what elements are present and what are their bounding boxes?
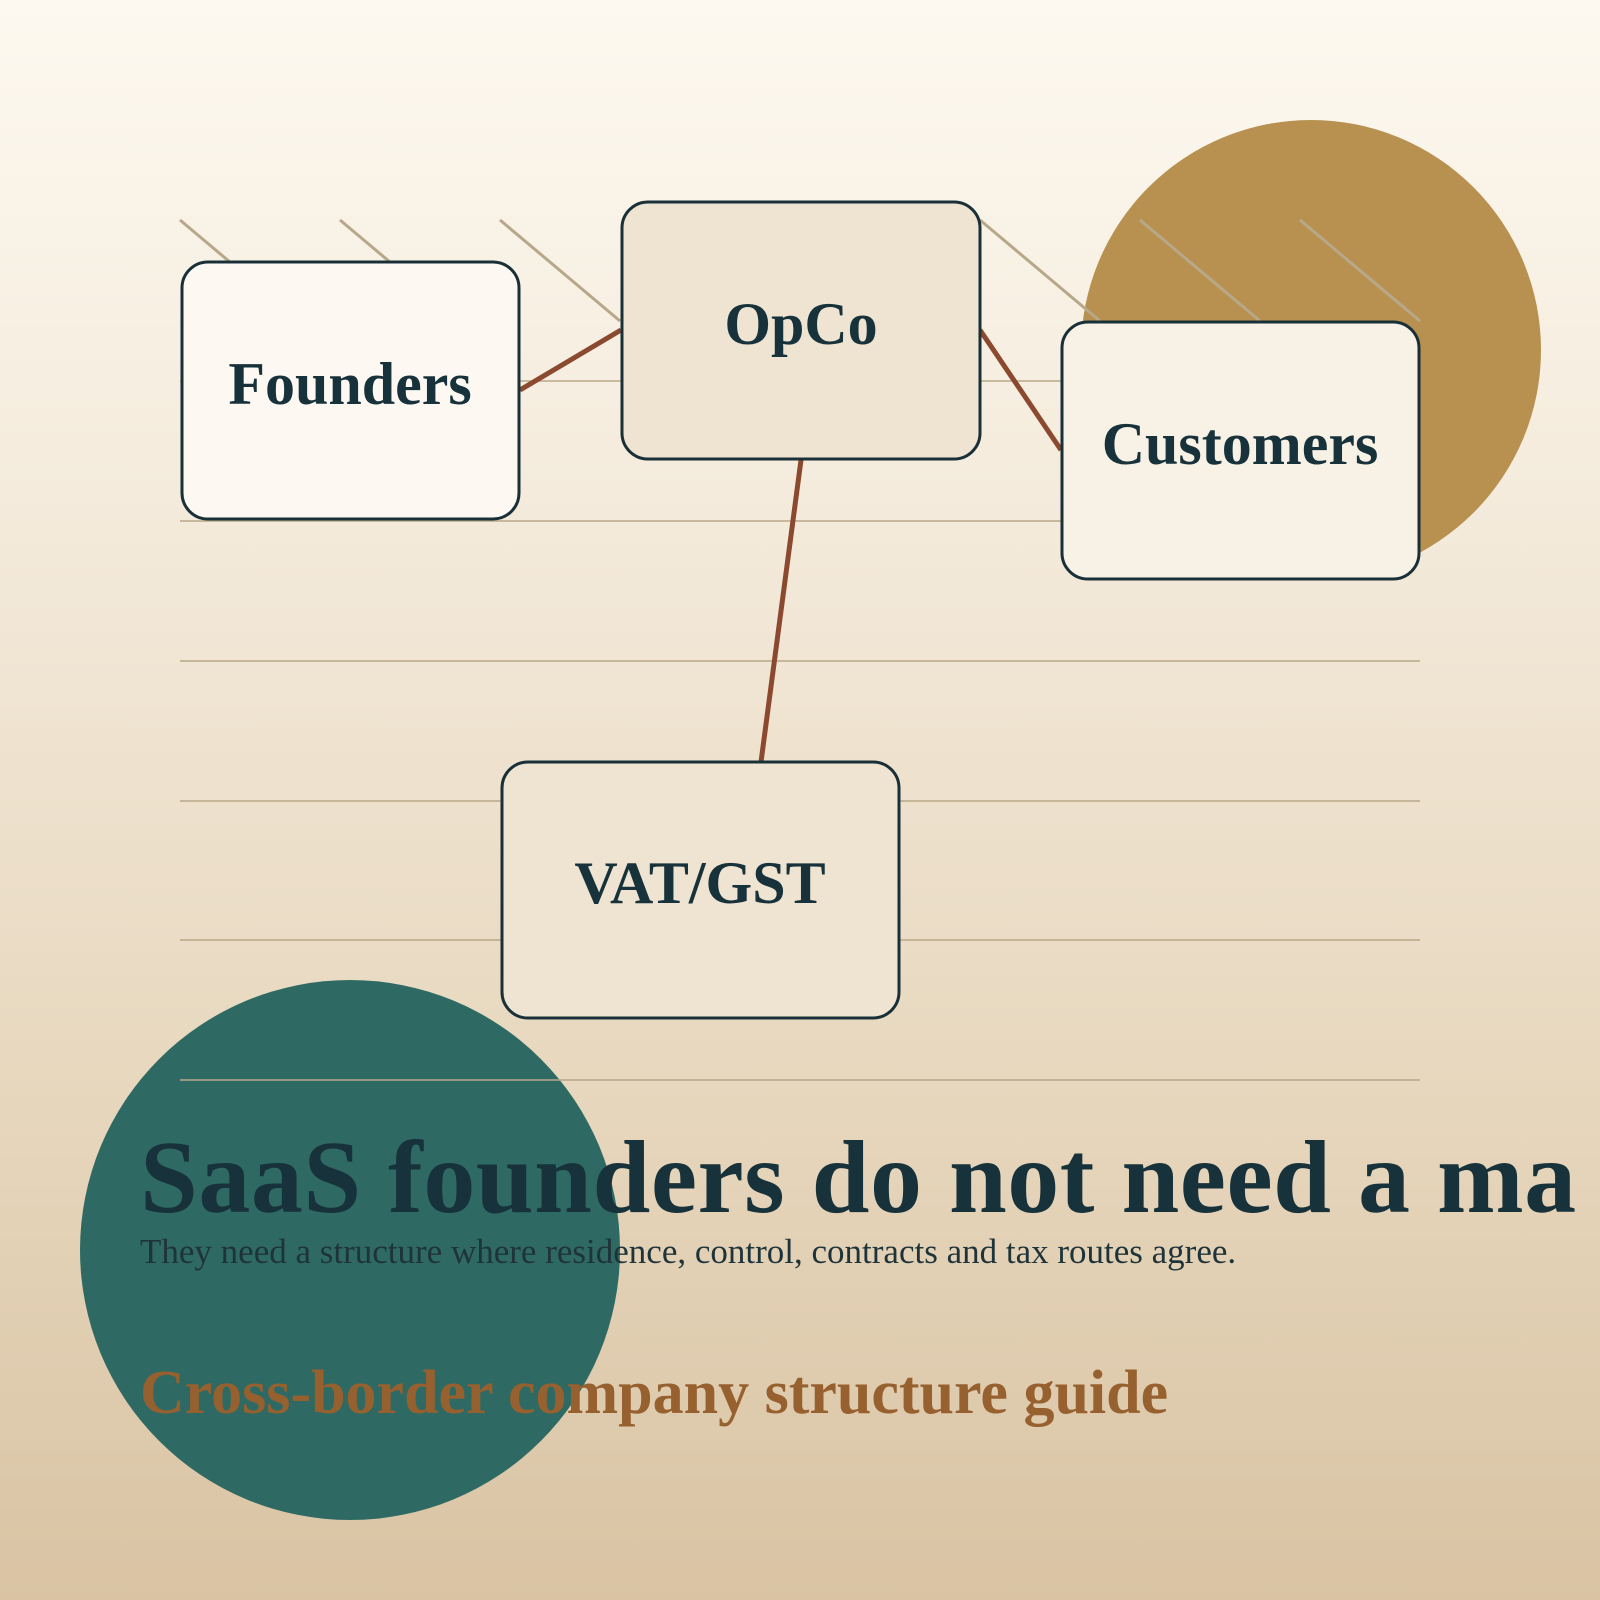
hatch-line (499, 218, 621, 323)
node-vat-gst: VAT/GST (500, 760, 901, 1020)
node-label: OpCo (724, 291, 877, 357)
node-label: VAT/GST (574, 850, 825, 916)
hatch-line (1299, 218, 1421, 323)
node-founders: Founders (180, 260, 521, 521)
hatch-line (1139, 218, 1261, 323)
node-opco: OpCo (620, 200, 982, 461)
edge-founders-opco (518, 327, 623, 393)
connectors (518, 327, 1064, 763)
headline-subtitle: They need a structure where residence, c… (140, 1232, 1237, 1271)
headline-title: SaaS founders do not need a ma (140, 1120, 1577, 1235)
node-customers: Customers (1060, 320, 1421, 581)
node-label: Customers (1102, 411, 1379, 477)
node-label: Founders (228, 351, 471, 417)
hatch-line (979, 218, 1101, 323)
guide-label: Cross-border company structure guide (140, 1359, 1169, 1427)
edge-opco-vat (758, 459, 804, 763)
edge-opco-customers (977, 328, 1064, 452)
teal-circle-decoration (80, 980, 620, 1520)
